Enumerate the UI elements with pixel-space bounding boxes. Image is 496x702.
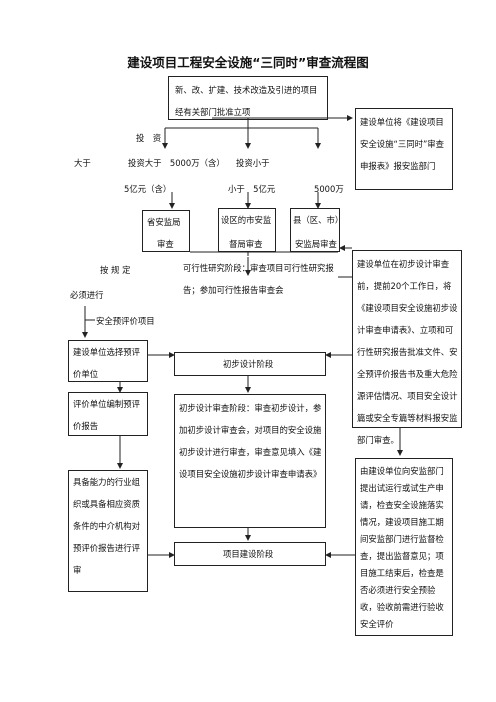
trial-run-acceptance-text: 由建设单位向安监部门提出试运行或试生产申请，检查安全设施落实情况，建设项目施工期… bbox=[360, 466, 444, 629]
select-evaluator-text: 建设单位选择预评价单位 bbox=[73, 347, 140, 379]
prelim-design-stage-box: 初步设计阶段 bbox=[174, 352, 326, 376]
invest-left-a: 大于 bbox=[74, 158, 91, 168]
project-approval-line1: 新、改、扩建、技术改造及引进的项目 bbox=[175, 85, 318, 95]
city-agency-line2: 督局审查 bbox=[229, 239, 263, 249]
trial-run-acceptance-box: 由建设单位向安监部门提出试运行或试生产申请，检查安全设施落实情况，建设项目施工期… bbox=[355, 458, 453, 636]
submission-report-box: 建设单位将《建设项目安全设施“三同时”审查申报表》报安监部门 bbox=[355, 108, 453, 190]
project-approval-line2: 经有关部门批准立项 bbox=[175, 107, 251, 117]
county-agency-box: 县（区、市） 安监局审查 bbox=[290, 208, 344, 252]
invest-left-b: 投资大于 5000万（含） bbox=[128, 158, 225, 168]
select-evaluator-box: 建设单位选择预评价单位 bbox=[68, 340, 148, 382]
review-report-text: 具备能力的行业组织或具备相应资质条件的中介机构对预评价报告进行评审 bbox=[73, 477, 140, 575]
province-agency-line2: 审查 bbox=[157, 239, 174, 249]
county-agency-line2: 安监局审查 bbox=[295, 239, 337, 249]
construction-stage-box: 项目建设阶段 bbox=[174, 542, 326, 566]
city-agency-line1: 设区的市安监 bbox=[221, 215, 272, 225]
project-approval-box: 新、改、扩建、技术改造及引进的项目 经有关部门批准立项 bbox=[168, 76, 328, 120]
invest-left-c: 5亿元（含） bbox=[124, 184, 172, 194]
review-report-box: 具备能力的行业组织或具备相应资质条件的中介机构对预评价报告进行评审 bbox=[68, 470, 148, 592]
invest-right-b: 5000万 bbox=[314, 184, 344, 194]
city-agency-box: 设区的市安监 督局审查 bbox=[218, 208, 276, 252]
province-agency-line1: 省安监局 bbox=[147, 217, 181, 227]
invest-mid-b: 小于 5亿元 bbox=[228, 184, 276, 194]
rule-line3: 安全预评价项目 bbox=[96, 316, 155, 326]
prelim-design-review-box: 初步设计审查阶段：审查初步设计，参加初步设计审查会，对项目的安全设施初步设计进行… bbox=[174, 394, 326, 528]
submission-report-text: 建设单位将《建设项目安全设施“三同时”审查申报表》报安监部门 bbox=[360, 117, 445, 171]
compile-report-text: 评价单位编制预评价报告 bbox=[73, 399, 140, 431]
prelim-design-submission-box: 建设单位在初步设计审查前，提前20个工作日，将《建设项目安全设施初步设计审查申请… bbox=[352, 250, 462, 445]
page-title: 建设项目工程安全设施“三同时”审查流程图 bbox=[127, 55, 369, 70]
prelim-design-submission-text: 建设单位在初步设计审查前，提前20个工作日，将《建设项目安全设施初步设计审查申请… bbox=[357, 259, 458, 445]
invest-label: 投 资 bbox=[136, 133, 162, 143]
construction-stage-text: 项目建设阶段 bbox=[223, 549, 274, 559]
county-agency-line1: 县（区、市） bbox=[293, 215, 344, 225]
feasibility-stage-box: 可行性研究阶段：审查项目可行性研究报告；参加可行性报告审查会 bbox=[178, 256, 338, 300]
prelim-design-review-text: 初步设计审查阶段：审查初步设计，参加初步设计审查会，对项目的安全设施初步设计进行… bbox=[179, 403, 322, 479]
compile-report-box: 评价单位编制预评价报告 bbox=[68, 392, 148, 436]
invest-mid-a: 投资小于 bbox=[236, 158, 270, 168]
prelim-design-stage-text: 初步设计阶段 bbox=[223, 359, 274, 369]
feasibility-stage-text: 可行性研究阶段：审查项目可行性研究报告；参加可行性报告审查会 bbox=[183, 263, 334, 295]
province-agency-box: 省安监局 审查 bbox=[142, 210, 190, 252]
rule-line2: 必须进行 bbox=[70, 290, 104, 300]
rule-line1: 按 规 定 bbox=[100, 265, 131, 275]
